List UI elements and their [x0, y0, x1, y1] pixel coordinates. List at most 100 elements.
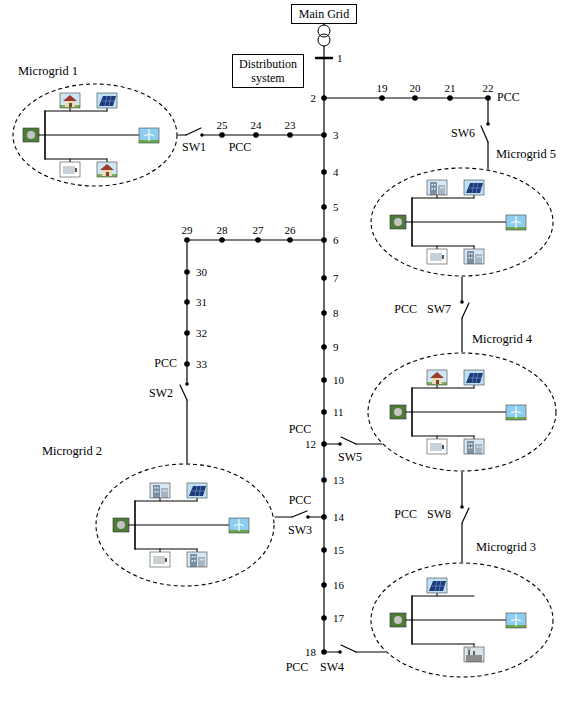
switch-blade: [341, 437, 356, 444]
switch-label: SW4: [319, 661, 345, 674]
internal-line: [437, 246, 438, 249]
internal-line: [45, 135, 139, 136]
bus-dot: [412, 95, 418, 101]
switch-contact: [460, 505, 464, 509]
bus-number: 11: [332, 406, 345, 418]
switch-label: SW3: [287, 524, 313, 537]
bus-dot: [321, 649, 327, 655]
internal-line: [135, 549, 197, 550]
bus-number: 23: [284, 119, 297, 131]
switch-contact: [306, 515, 310, 519]
switch-contact: [185, 382, 189, 386]
solar-icon: [464, 370, 484, 385]
microgrid-region: Microgrid 2: [95, 463, 275, 587]
gen-icon: [113, 518, 129, 532]
pcc-label: PCC: [153, 357, 178, 370]
bus-dot: [253, 132, 259, 138]
internal-line: [197, 549, 198, 552]
feeder-line: [275, 516, 292, 517]
microgrid-region: Microgrid 3: [370, 562, 554, 678]
microgrid-label: Microgrid 5: [496, 148, 556, 162]
switch-gap: [458, 507, 466, 523]
internal-line: [197, 498, 198, 501]
dashed-boundary: [368, 353, 556, 471]
microgrid-interior: [390, 180, 526, 264]
internal-line: [135, 525, 229, 526]
internal-line: [437, 195, 438, 198]
switch-blade: [186, 128, 201, 135]
building-icon: [150, 483, 170, 498]
microgrid-outline: [367, 352, 557, 472]
internal-line: [412, 596, 474, 597]
bus-dot: [321, 344, 327, 350]
switch-blade: [341, 645, 356, 652]
pcc-label: PCC: [285, 661, 310, 674]
bus-dot: [485, 95, 491, 101]
building-icon: [464, 249, 484, 264]
bus-dot: [321, 582, 327, 588]
bus-dot: [321, 477, 327, 483]
microgrid-interior: [390, 370, 526, 454]
feeder-line: [487, 98, 488, 124]
bus-number: 28: [216, 224, 229, 236]
internal-line: [160, 549, 161, 552]
pcc-label: PCC: [393, 303, 418, 316]
switch-label: SW8: [426, 508, 452, 521]
bus-dot: [379, 95, 385, 101]
factory-icon: [464, 647, 484, 662]
gen-icon: [390, 613, 406, 627]
bus-dot: [321, 132, 327, 138]
bus-number: 10: [332, 374, 345, 386]
pcc-label: PCC: [288, 423, 313, 436]
gen-icon: [390, 405, 406, 419]
bus-number: 18: [304, 646, 317, 658]
battery-icon: [60, 162, 80, 177]
microgrid-interior: [23, 93, 159, 177]
internal-line: [437, 593, 438, 596]
internal-line: [107, 108, 108, 111]
solar-icon: [187, 483, 207, 498]
switch-contact: [200, 133, 204, 137]
bus-number: 27: [252, 224, 265, 236]
microgrid-label: Microgrid 3: [476, 541, 536, 555]
bus-dot: [219, 132, 225, 138]
dashed-boundary: [13, 84, 177, 186]
bus-number: 15: [332, 544, 345, 556]
switch-label: SW6: [450, 127, 476, 140]
bus-number: 1: [336, 52, 344, 64]
bus-number: 14: [332, 511, 345, 523]
microgrid-label: Microgrid 1: [18, 65, 78, 79]
bus-number: 26: [284, 224, 297, 236]
pcc-label: PCC: [496, 91, 521, 104]
microgrid-outline: [370, 167, 554, 277]
bus-dot: [321, 409, 327, 415]
bus-dot: [321, 615, 327, 621]
feeder-line: [487, 142, 488, 169]
bus-bar: [316, 57, 332, 60]
bus-number: 32: [195, 327, 208, 339]
switch-blade: [462, 508, 469, 523]
internal-line: [70, 159, 71, 162]
bus-dot: [447, 95, 453, 101]
gen-icon: [390, 215, 406, 229]
internal-line: [45, 111, 107, 112]
pcc-label: PCC: [393, 508, 418, 521]
switch-blade: [462, 303, 469, 318]
bus-number: 9: [332, 341, 340, 353]
switch-contact: [338, 650, 342, 654]
internal-line: [406, 412, 412, 413]
switch-label: SW5: [337, 451, 363, 464]
internal-line: [406, 222, 412, 223]
solar-icon: [97, 93, 117, 108]
bus-dot: [184, 299, 190, 305]
battery-icon: [427, 249, 447, 264]
bus-number: 24: [250, 119, 263, 131]
bus-dot: [321, 547, 327, 553]
bus-dot: [184, 361, 190, 367]
solar-icon: [427, 578, 447, 593]
wind-icon: [229, 518, 249, 533]
switch-label: SW7: [426, 303, 452, 316]
bus-number: 33: [195, 358, 208, 370]
